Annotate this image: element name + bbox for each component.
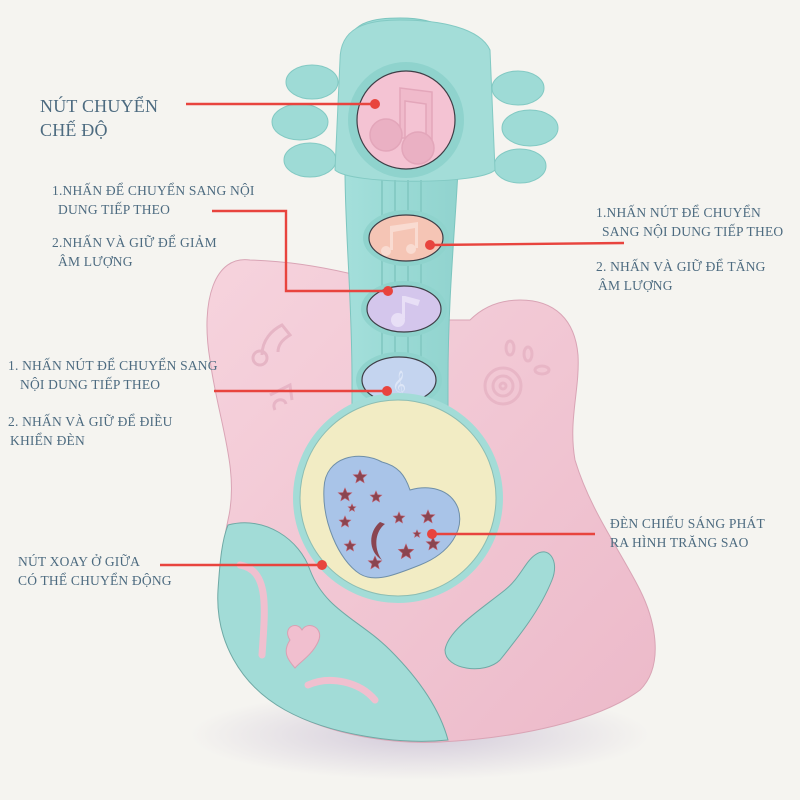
label-peach-button: 1.NHẤN NÚT ĐỂ CHUYỂN SANG NỘI DUNG TIẾP … xyxy=(596,203,783,295)
star-cutout-icon xyxy=(352,469,368,484)
label-rotating-knob: NÚT XOAY Ở GIỮA CÓ THỂ CHUYỂN ĐỘNG xyxy=(18,552,172,590)
label-line: RA HÌNH TRĂNG SAO xyxy=(610,535,749,550)
label-line: CÓ THỂ CHUYỂN ĐỘNG xyxy=(18,573,172,588)
label-line: ÂM LƯỢNG xyxy=(58,254,133,269)
star-cutout-icon xyxy=(338,515,352,528)
label-line: KHIỂN ĐÈN xyxy=(10,433,85,448)
callout-dot xyxy=(382,386,392,396)
embossed-swirl-icon xyxy=(483,339,551,406)
star-cutout-icon xyxy=(412,529,422,538)
decorative-squiggles xyxy=(236,561,379,704)
callout-dot xyxy=(317,560,327,570)
pink-heart-icon xyxy=(285,625,321,669)
label-line: ÂM LƯỢNG xyxy=(598,278,673,293)
embossed-note-icon xyxy=(251,323,294,411)
star-cutout-icon xyxy=(392,511,406,524)
star-cutout-icon xyxy=(367,555,383,570)
label-line: 1. NHẤN NÚT ĐỂ CHUYỂN SANG xyxy=(8,358,218,373)
label-line: DUNG TIẾP THEO xyxy=(58,202,171,217)
star-moon-projector[interactable] xyxy=(323,455,461,579)
callout-line-peach xyxy=(429,241,625,247)
label-line: NỘI DUNG TIẾP THEO xyxy=(20,377,161,392)
label-projector: ĐÈN CHIẾU SÁNG PHÁT RA HÌNH TRĂNG SAO xyxy=(610,514,765,552)
teal-lower-swoosh xyxy=(217,522,449,742)
music-note-icon xyxy=(369,87,435,165)
star-cutout-icon xyxy=(343,539,357,552)
star-cutout-icon xyxy=(425,536,441,551)
next-volume-up-button[interactable] xyxy=(363,210,449,266)
tuning-pegs-right xyxy=(491,70,559,184)
label-line: 1.NHẤN ĐỂ CHUYỂN SANG NỘI xyxy=(52,183,255,198)
label-line: 2.NHẤN VÀ GIỮ ĐỂ GIẢM xyxy=(52,235,217,250)
label-blue-button: 1. NHẤN NÚT ĐỂ CHUYỂN SANG NỘI DUNG TIẾP… xyxy=(8,356,218,450)
star-cutout-icon xyxy=(369,490,383,503)
star-cutouts xyxy=(337,469,441,570)
treble-clef-icon: 𝄞 xyxy=(392,370,406,399)
label-line: CHẾ ĐỘ xyxy=(40,120,108,140)
callout-dot xyxy=(427,529,437,539)
star-cutout-icon xyxy=(337,487,353,502)
label-line: NÚT XOAY Ở GIỮA xyxy=(18,554,141,569)
crescent-moon-icon xyxy=(371,522,385,560)
callout-dot xyxy=(370,99,380,109)
label-line: SANG NỘI DUNG TIẾP THEO xyxy=(602,224,784,239)
tuning-pegs-left xyxy=(271,64,339,178)
label-line: 2. NHẤN VÀ GIỮ ĐỂ ĐIỀU xyxy=(8,414,173,429)
double-note-icon xyxy=(381,222,418,256)
callout-line-lilac xyxy=(212,209,388,293)
label-line: 2. NHẤN VÀ GIỮ ĐỂ TĂNG xyxy=(596,259,766,274)
next-volume-down-button[interactable] xyxy=(361,281,447,337)
callout-dot xyxy=(383,286,393,296)
label-lilac-button: 1.NHẤN ĐỂ CHUYỂN SANG NỘI DUNG TIẾP THEO… xyxy=(52,181,255,271)
label-mode-button: NÚT CHUYỂN CHẾ ĐỘ xyxy=(40,94,158,142)
star-cutout-icon xyxy=(397,543,415,560)
heart-shape xyxy=(323,455,461,579)
callout-dot xyxy=(425,240,435,250)
teal-right-handle xyxy=(444,551,556,670)
star-cutout-icon xyxy=(420,509,436,524)
eighth-note-icon xyxy=(391,296,420,327)
mode-button[interactable] xyxy=(348,62,464,178)
label-line: 1.NHẤN NÚT ĐỂ CHUYỂN xyxy=(596,205,761,220)
label-line: ĐÈN CHIẾU SÁNG PHÁT xyxy=(610,516,765,531)
star-cutout-icon xyxy=(347,503,357,512)
label-line: NÚT CHUYỂN xyxy=(40,96,159,116)
